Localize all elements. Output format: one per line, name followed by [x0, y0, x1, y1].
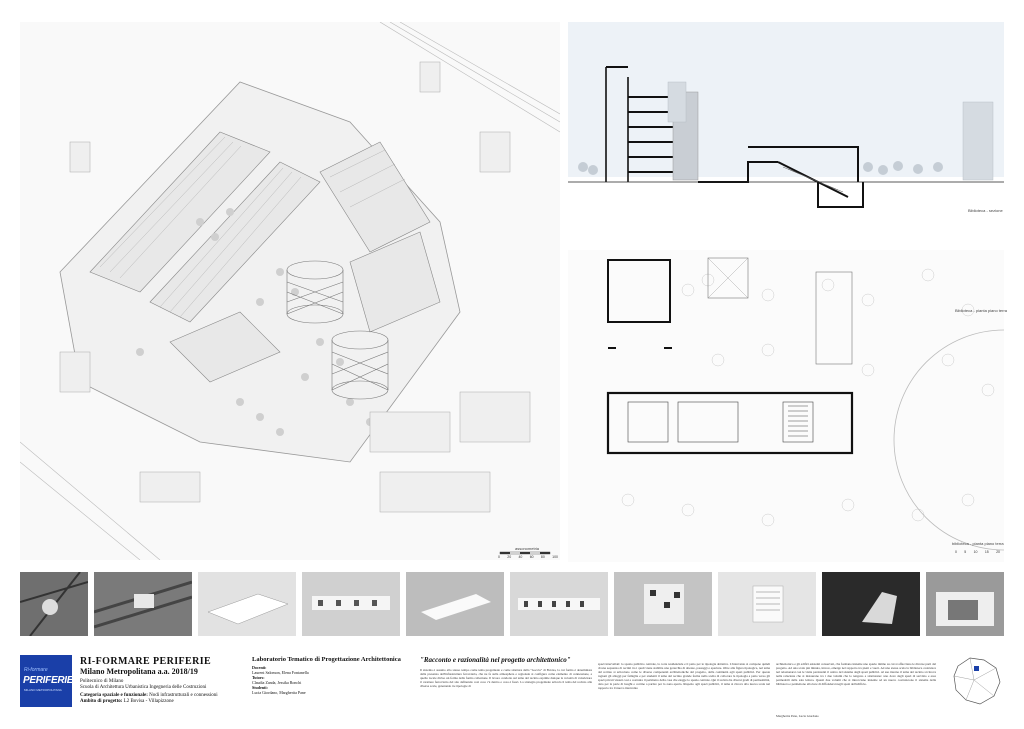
scale-tick: 20 — [996, 550, 1000, 554]
category-value: Nodi infrastrutturali e connessioni — [149, 693, 218, 698]
scale-tick: 60 — [529, 555, 534, 559]
docenti-label: Docenti: — [252, 665, 267, 670]
essay-column-1: Il sistema è assunto allo stesso tempo c… — [420, 668, 592, 688]
plan-caption-lower: biblioteca - pianta piano terra — [952, 541, 1004, 546]
axon-scale-labels: 0 20 40 60 80 100 — [498, 555, 558, 559]
photo-model-3 — [406, 572, 504, 636]
scale-tick: 80 — [540, 555, 545, 559]
scale-tick: 100 — [552, 555, 558, 559]
lab-title: Laboratorio Tematico di Progettazione Ar… — [252, 656, 401, 663]
faculty-name: Scuola di Architettura Urbanistica Ingeg… — [80, 685, 207, 690]
plan-caption-upper: Biblioteca - pianta piano terra — [955, 308, 1008, 313]
photo-model-7 — [822, 572, 920, 636]
milan-locator-map — [948, 652, 1004, 708]
scale-tick: 15 — [984, 550, 989, 554]
essay-signature: Margherita Pane, Lucia Giordano — [776, 714, 819, 718]
essay-column-3: architettonico e gli edifici esistenti c… — [776, 662, 936, 686]
photo-model-1 — [198, 572, 296, 636]
library-plan-drawing — [568, 250, 1005, 562]
axon-caption: assonometria — [515, 546, 540, 551]
lab-credits: Docenti: Laurent Salomon, Elena Fontanel… — [252, 665, 412, 695]
scale-tick: 0 — [955, 550, 957, 554]
category-label: Categoria spaziale e funzionale: — [80, 693, 148, 698]
poster-title: RI-FORMARE PERIFERIE — [80, 656, 212, 667]
scale-tick: 10 — [973, 550, 978, 554]
area-value: L2 Bovisa - Villapizzone — [123, 699, 174, 704]
logo-line1: Ri-formare — [24, 667, 48, 673]
students-label: Studenti: — [252, 685, 268, 690]
axonometric-drawing — [19, 21, 561, 561]
photo-model-5 — [614, 572, 712, 636]
tutors-names: Claudia Zanda, Jessika Ronchi — [252, 680, 302, 685]
logo-line3: MILANO METROPOLITANA — [24, 688, 62, 692]
scale-tick: 40 — [518, 555, 523, 559]
students-names: Lucia Giordano, Margherita Pane — [252, 690, 306, 695]
tutors-label: Tutors: — [252, 675, 265, 680]
area-label: Ambito di progetto: — [80, 699, 123, 704]
plan-scale-labels: 0 5 10 15 20 — [955, 550, 1000, 554]
scale-tick: 0 — [498, 555, 500, 559]
essay-title: "Racconto e razionalità nel progetto arc… — [420, 656, 571, 664]
photo-model-8 — [926, 572, 1004, 636]
photo-model-4 — [510, 572, 608, 636]
logo-line2: PERIFERIE — [23, 675, 74, 686]
essay-column-2: spazi intervallati: lo spazio pubblico c… — [598, 662, 770, 690]
school-name: Politecnico di Milano — [80, 679, 124, 684]
section-caption: Biblioteca - sezione — [968, 208, 1003, 213]
scale-tick: 5 — [964, 550, 967, 554]
ri-formare-periferie-logo: Ri-formare PERIFERIE MILANO METROPOLITAN… — [20, 655, 74, 707]
area-line: Ambito di progetto: L2 Bovisa - Villapiz… — [80, 699, 174, 705]
scale-tick: 20 — [507, 555, 512, 559]
category-line: Categoria spaziale e funzionale: Nodi in… — [80, 693, 218, 699]
photo-model-2 — [302, 572, 400, 636]
photo-site-map-2 — [94, 572, 192, 636]
location-marker-icon — [974, 666, 979, 671]
docenti-names: Laurent Salomon, Elena Fontanella — [252, 670, 309, 675]
poster-subtitle: Milano Metropolitana a.a. 2018/19 — [80, 667, 198, 676]
photo-model-6 — [718, 572, 816, 636]
library-section-drawing — [568, 22, 1004, 222]
photo-site-map-1 — [20, 572, 88, 636]
